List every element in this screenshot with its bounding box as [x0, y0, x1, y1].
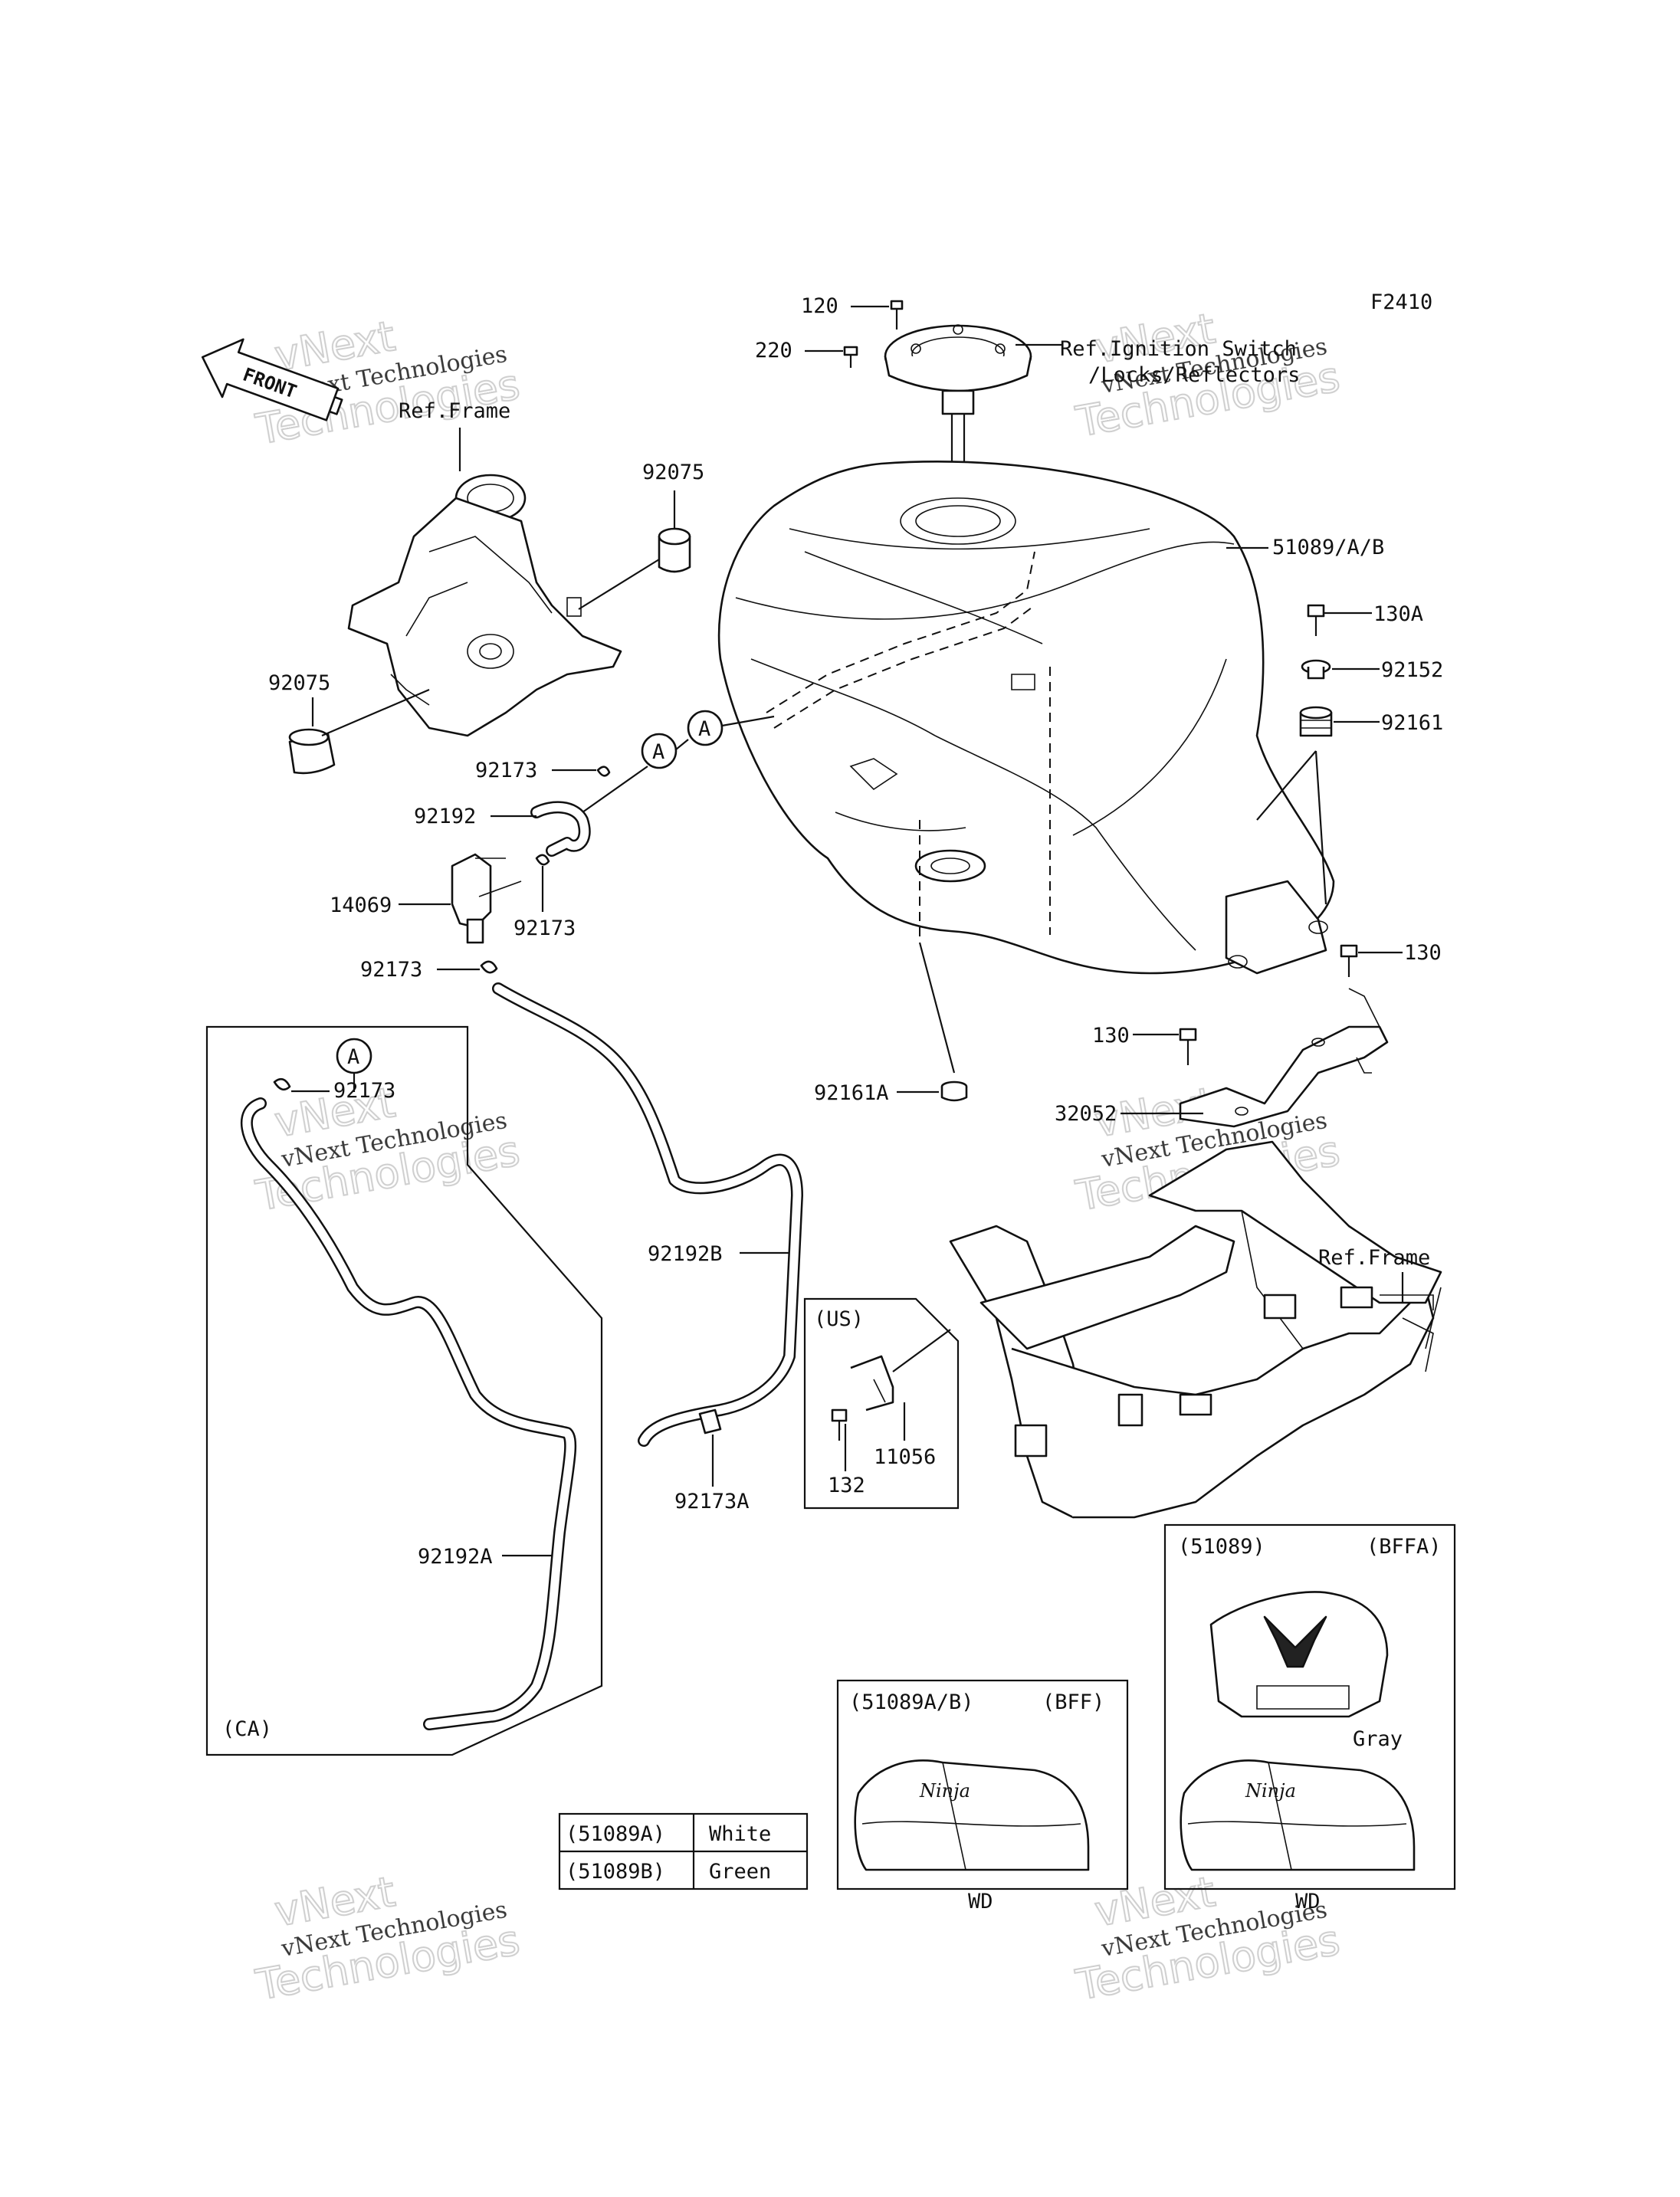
callout-92173-c: 92173	[360, 958, 422, 982]
clamp-92173-a	[596, 766, 611, 777]
ref-frame-top-label: Ref.Frame	[399, 399, 510, 423]
ca-label: (CA)	[222, 1717, 272, 1741]
hose-92192B	[492, 982, 803, 1447]
callout-92173-ca: 92173	[333, 1079, 395, 1103]
table-code-a: (51089A)	[566, 1822, 665, 1846]
inset-bff-right: (BFF)	[1042, 1690, 1104, 1714]
callout-130A: 130A	[1373, 602, 1423, 626]
valve-14069	[451, 853, 522, 944]
table-color-a: White	[709, 1822, 771, 1846]
inset-bffa-right: (BFFA)	[1367, 1535, 1442, 1559]
callout-92173-a: 92173	[475, 759, 537, 782]
callout-120: 120	[801, 294, 838, 318]
callout-92192A: 92192A	[418, 1545, 493, 1569]
circle-a-marker: A	[641, 733, 678, 769]
callout-14069: 14069	[330, 894, 392, 917]
callout-92192: 92192	[414, 805, 476, 828]
figure-code: F2410	[1370, 290, 1432, 314]
color-table: (51089A) White (51089B) Green	[558, 1812, 809, 1890]
bolt-130-mid	[1179, 1028, 1197, 1065]
ref-ignition-label-1: Ref.Ignition Switch	[1060, 337, 1297, 361]
table-code-b: (51089B)	[566, 1860, 665, 1884]
front-arrow-icon: FRONT	[201, 338, 343, 421]
circle-a-marker: A	[336, 1038, 372, 1074]
inset-bff-left: (51089A/B)	[849, 1690, 974, 1714]
inset-bffa: (51089) (BFFA) Gray Ninja WD	[1163, 1523, 1456, 1913]
callout-92075-top: 92075	[642, 461, 704, 484]
collar-92152	[1301, 659, 1331, 680]
clip-92173A	[698, 1408, 722, 1435]
ref-ignition-label-2: /Locks/Reflectors	[1088, 363, 1300, 387]
bolt-120	[890, 300, 904, 330]
clamp-92173-ca	[273, 1077, 291, 1091]
ref-frame-right-label: Ref.Frame	[1318, 1246, 1430, 1270]
clamp-92173-b	[535, 854, 550, 866]
bolt-130-right	[1340, 944, 1358, 977]
inset-bffa-left: (51089)	[1178, 1535, 1265, 1559]
inset-bffa-caption: WD	[1295, 1890, 1321, 1913]
inset-bff: (51089A/B) (BFF) Ninja WD	[836, 1679, 1129, 1913]
fuel-cap	[884, 324, 1032, 513]
screw-220	[843, 346, 858, 368]
grommet-92161A	[940, 1080, 968, 1102]
ca-variant-box	[205, 1025, 603, 1756]
us-variant-box	[803, 1297, 960, 1510]
grommet-92161	[1299, 706, 1333, 737]
callout-51089: 51089/A/B	[1272, 536, 1384, 559]
callout-92152: 92152	[1381, 658, 1443, 682]
frame-head-bracket	[347, 474, 622, 737]
callout-132: 132	[828, 1474, 865, 1497]
fuel-tank	[717, 461, 1335, 975]
callout-92192B: 92192B	[648, 1242, 723, 1266]
callout-92161A: 92161A	[814, 1081, 889, 1105]
ninja-logo: Ninja	[1245, 1780, 1296, 1802]
callout-130-right: 130	[1404, 941, 1442, 965]
us-label: (US)	[814, 1307, 864, 1331]
table-color-b: Green	[709, 1860, 771, 1884]
rear-frame	[949, 1140, 1442, 1519]
bracket-32052	[1179, 988, 1389, 1128]
callout-130-mid: 130	[1092, 1024, 1130, 1048]
bolt-132	[831, 1408, 848, 1441]
svg-text:A: A	[698, 717, 710, 741]
callout-92173-b: 92173	[514, 917, 576, 940]
callout-92075-left: 92075	[268, 671, 330, 695]
clamp-92173-c	[480, 960, 498, 974]
inset-bffa-note: Gray	[1353, 1727, 1403, 1751]
svg-text:A: A	[347, 1045, 359, 1069]
callout-220: 220	[755, 339, 792, 362]
damper-92075-top	[658, 527, 691, 573]
bolt-130A	[1307, 604, 1325, 636]
svg-text:A: A	[652, 740, 664, 764]
bracket-11056	[850, 1355, 894, 1412]
callout-92173A: 92173A	[674, 1490, 750, 1513]
damper-92075-left	[288, 728, 336, 775]
circle-a-marker: A	[687, 710, 724, 746]
ninja-logo: Ninja	[919, 1780, 970, 1802]
callout-92161: 92161	[1381, 711, 1443, 735]
callout-32052: 32052	[1055, 1102, 1117, 1126]
callout-11056: 11056	[874, 1445, 936, 1469]
inset-bff-caption: WD	[968, 1890, 993, 1913]
